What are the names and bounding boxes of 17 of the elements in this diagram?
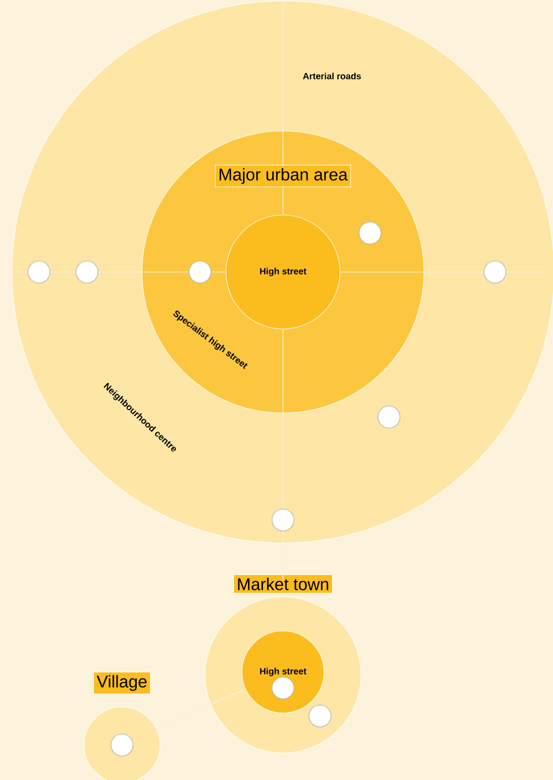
location-dot — [484, 260, 506, 284]
location-dot — [110, 734, 134, 756]
location-dot — [272, 508, 294, 532]
location-dot — [378, 406, 400, 428]
location-dot — [76, 260, 98, 284]
connector-line — [282, 530, 284, 580]
village-circle — [84, 706, 160, 780]
title-tag: Market town — [233, 574, 333, 594]
title-tag: Major urban area — [214, 164, 352, 188]
location-dot — [272, 676, 294, 700]
location-dot — [358, 222, 382, 244]
location-dot — [188, 260, 212, 284]
location-dot — [28, 260, 50, 284]
title-tag: Village — [93, 672, 151, 694]
location-dot — [308, 704, 332, 728]
road-label: Arterial roads — [302, 72, 361, 80]
connector-line — [156, 688, 246, 730]
